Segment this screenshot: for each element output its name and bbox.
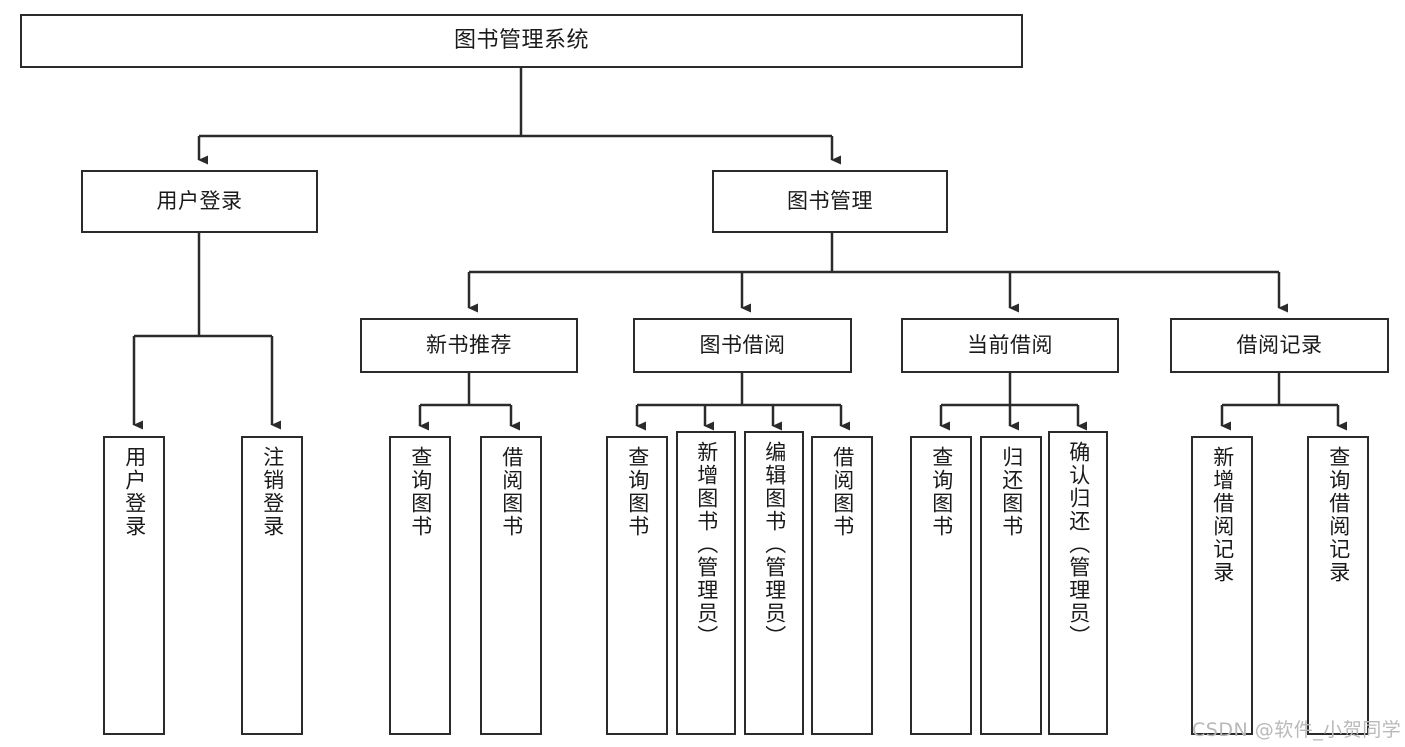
node-label: 用户登录 [122, 446, 147, 538]
node-label: 用户登录 [156, 188, 243, 213]
node-label: 图书借阅 [699, 332, 786, 357]
node-label: 注销登录 [260, 446, 285, 538]
leaf-query-books-newbook[interactable]: 查询图书 [389, 436, 451, 735]
leaf-query-borrow-record[interactable]: 查询借阅记录 [1307, 436, 1369, 735]
leaf-return-books[interactable]: 归还图书 [980, 436, 1042, 735]
leaf-query-books-current[interactable]: 查询图书 [910, 436, 972, 735]
node-label: 确认归还（管理员） [1066, 441, 1091, 648]
node-user-login[interactable]: 用户登录 [81, 170, 318, 233]
node-label: 新增借阅记录 [1210, 446, 1235, 584]
leaf-borrow-books-newbook[interactable]: 借阅图书 [480, 436, 542, 735]
node-label: 查询图书 [929, 446, 954, 538]
node-label: 借阅图书 [830, 446, 855, 538]
leaf-add-borrow-record[interactable]: 新增借阅记录 [1191, 436, 1253, 735]
leaf-user-login[interactable]: 用户登录 [103, 436, 165, 735]
node-label: 查询图书 [625, 446, 650, 538]
node-label: 查询借阅记录 [1326, 446, 1351, 584]
node-label: 借阅图书 [499, 446, 524, 538]
node-label: 当前借阅 [967, 332, 1053, 357]
node-label: 编辑图书（管理员） [762, 441, 787, 648]
node-label: 新书推荐 [426, 332, 512, 357]
leaf-edit-book-admin[interactable]: 编辑图书（管理员） [744, 431, 804, 735]
node-label: 归还图书 [999, 446, 1024, 538]
node-current-borrowing[interactable]: 当前借阅 [901, 318, 1119, 373]
node-borrowing-record[interactable]: 借阅记录 [1170, 318, 1389, 373]
leaf-add-book-admin[interactable]: 新增图书（管理员） [676, 431, 736, 735]
node-new-book-recommendation[interactable]: 新书推荐 [360, 318, 578, 373]
leaf-borrow-books-borrow[interactable]: 借阅图书 [811, 436, 873, 735]
leaf-logout-login[interactable]: 注销登录 [241, 436, 303, 735]
node-label: 图书管理系统 [453, 27, 589, 53]
watermark-csdn: CSDN @软件_小贺同学 [1192, 719, 1402, 741]
leaf-query-books-borrow[interactable]: 查询图书 [606, 436, 668, 735]
leaf-confirm-return-admin[interactable]: 确认归还（管理员） [1048, 431, 1108, 735]
node-root-library-system[interactable]: 图书管理系统 [20, 14, 1023, 68]
node-book-borrowing[interactable]: 图书借阅 [633, 318, 852, 373]
node-label: 查询图书 [408, 446, 433, 538]
node-label: 借阅记录 [1236, 332, 1323, 357]
node-book-management[interactable]: 图书管理 [712, 170, 948, 233]
node-label: 新增图书（管理员） [694, 441, 719, 648]
node-label: 图书管理 [787, 188, 873, 213]
